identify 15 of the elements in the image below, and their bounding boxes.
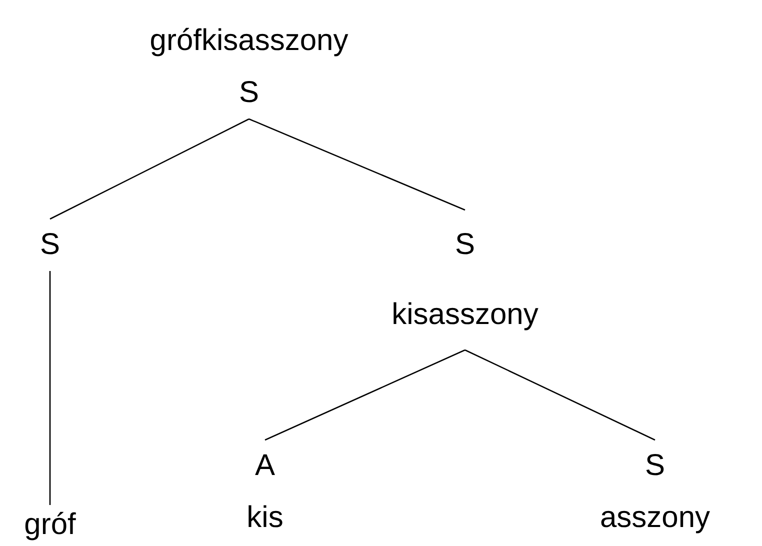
tree-label: kis xyxy=(246,500,284,536)
tree-branch xyxy=(248,118,466,211)
tree-label: grófkisasszony xyxy=(150,23,348,59)
tree-label: A xyxy=(254,448,276,484)
tree-label: S xyxy=(644,448,666,484)
tree-label: asszony xyxy=(600,500,710,536)
tree-label: S xyxy=(454,227,476,263)
tree-label: S xyxy=(40,227,60,263)
tree-branch xyxy=(264,349,466,441)
tree-label: gróf xyxy=(24,507,76,543)
tree-branch xyxy=(49,271,51,505)
tree-branch xyxy=(50,118,250,220)
tree-label: kisasszony xyxy=(392,297,538,333)
tree-branch xyxy=(464,349,656,441)
tree-label: S xyxy=(238,75,260,111)
